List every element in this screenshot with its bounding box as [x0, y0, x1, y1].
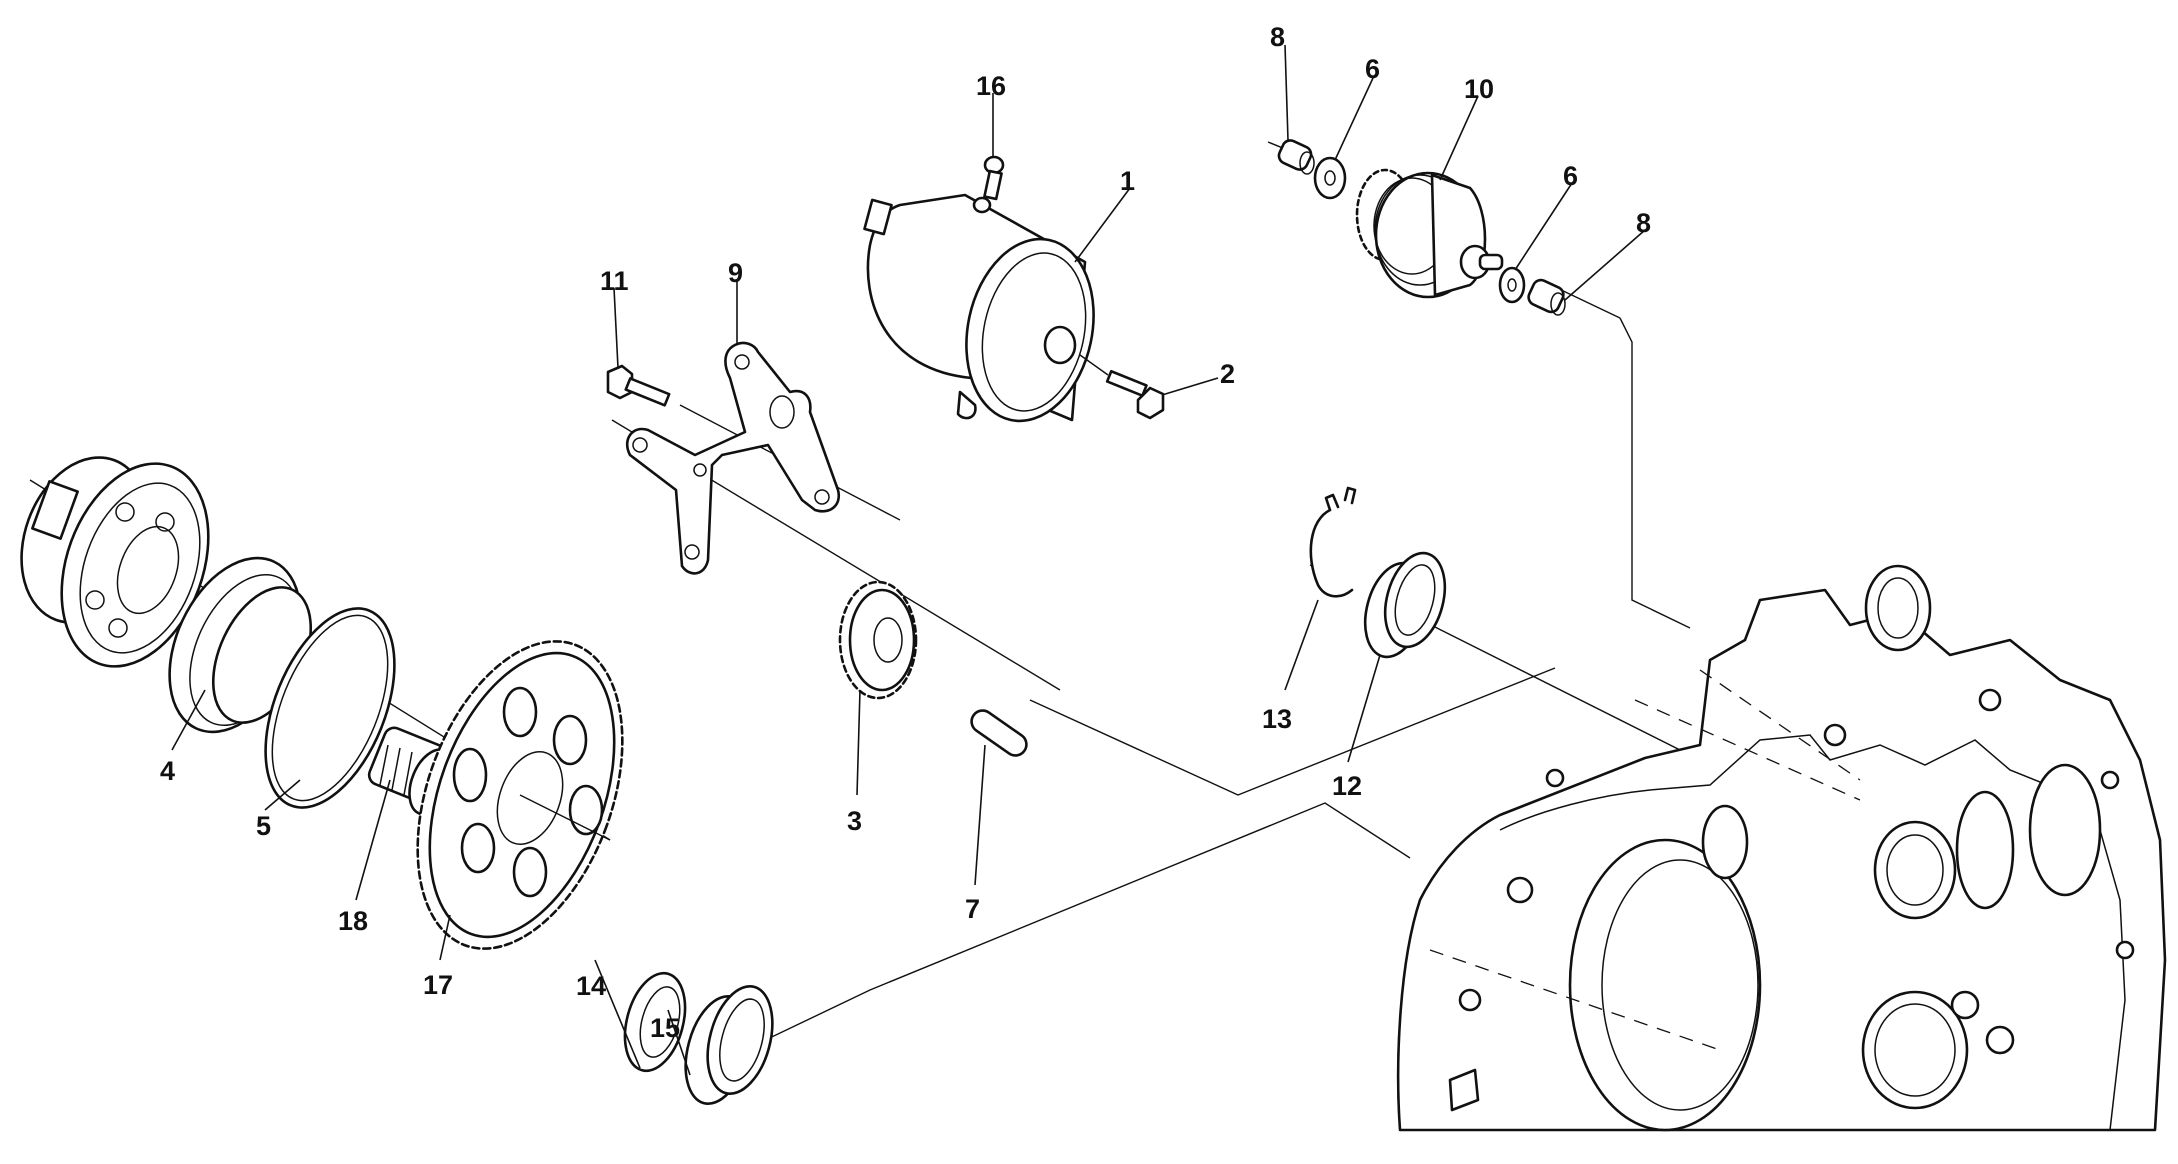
callout-labels: 1 2 3 4 5 6 6 7 8 8 9 10 11 12 13 14 15 … — [160, 22, 1651, 1043]
bushing-left — [1277, 139, 1315, 175]
callout-8-right: 8 — [1636, 208, 1651, 238]
support-bracket — [625, 341, 841, 575]
starter-motor — [863, 193, 1095, 423]
motor-flange-bolt — [1079, 354, 1165, 420]
crankcase-half — [1396, 564, 2167, 1132]
callout-11: 11 — [600, 266, 629, 296]
circlip — [1309, 486, 1357, 598]
callout-6-left: 6 — [1365, 54, 1380, 84]
retaining-ring — [264, 607, 396, 809]
thrust-washer — [623, 971, 687, 1073]
shim-washer-right — [1498, 266, 1526, 304]
callout-4: 4 — [160, 756, 175, 786]
bearing-lower — [684, 985, 774, 1105]
callout-15: 15 — [650, 1013, 680, 1043]
clutch-housing — [20, 456, 210, 668]
callout-12: 12 — [1332, 771, 1362, 801]
starter-driven-gear — [416, 640, 624, 950]
motor-screw — [983, 155, 1005, 201]
callout-18: 18 — [338, 906, 368, 936]
gear-shaft-pin — [970, 709, 1028, 757]
callout-7: 7 — [965, 894, 980, 924]
callout-8-left: 8 — [1270, 22, 1285, 52]
callout-5: 5 — [256, 811, 271, 841]
callout-3: 3 — [847, 806, 862, 836]
callout-6-right: 6 — [1563, 161, 1578, 191]
bushing-right — [1527, 278, 1566, 316]
bracket-bolt — [606, 364, 671, 407]
callout-13: 13 — [1262, 704, 1292, 734]
callout-1: 1 — [1120, 166, 1135, 196]
shim-washer-left — [1313, 156, 1347, 200]
callout-17: 17 — [423, 970, 453, 1000]
callout-16: 16 — [976, 71, 1006, 101]
callout-10: 10 — [1464, 74, 1494, 104]
callout-9: 9 — [728, 258, 743, 288]
callout-leader-lines — [171, 44, 1646, 1076]
double-gear — [1355, 168, 1504, 299]
callout-2: 2 — [1220, 359, 1235, 389]
intermediate-gear — [838, 580, 918, 700]
bearing-upper — [1363, 551, 1447, 659]
callout-14: 14 — [576, 971, 606, 1001]
